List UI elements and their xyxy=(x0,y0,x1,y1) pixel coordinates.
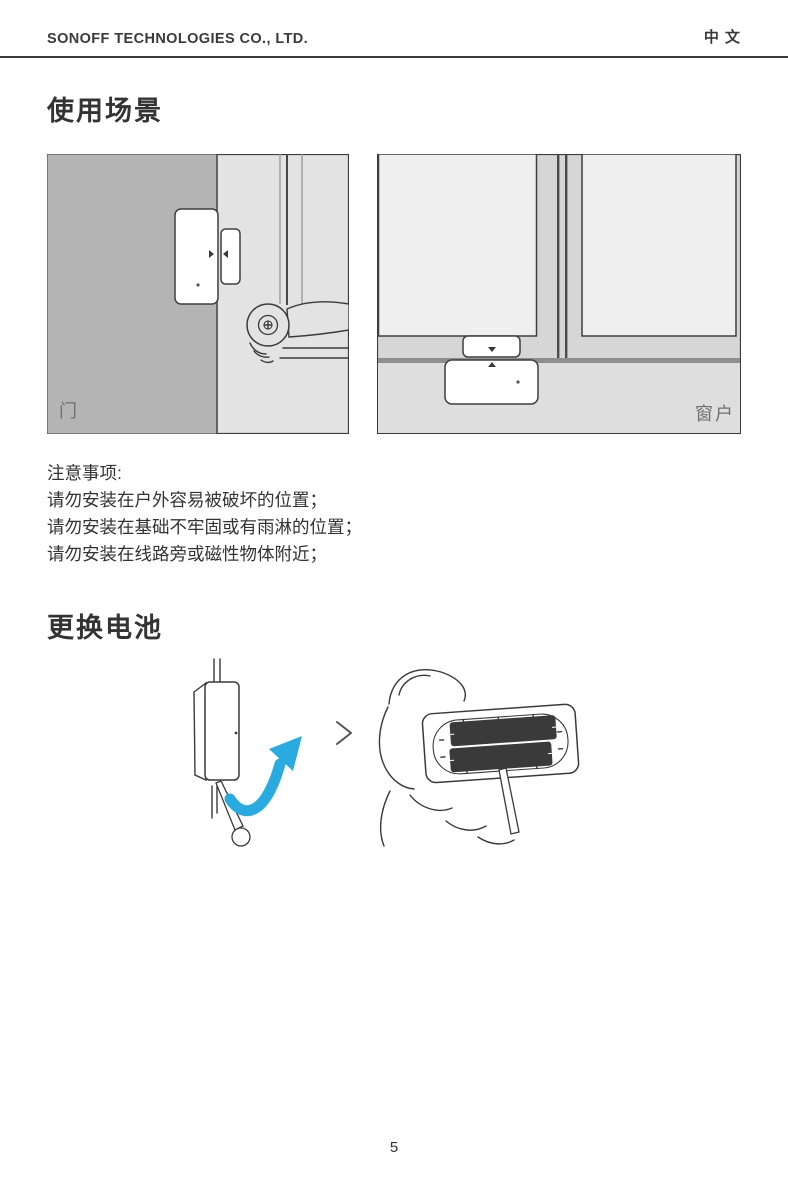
door-sensor-magnet xyxy=(220,228,241,285)
battery-bottom xyxy=(449,741,553,773)
usage-illustrations: 门 窗户 xyxy=(47,154,788,434)
door-label: 门 xyxy=(59,401,77,421)
note-item: 请勿安装在线路旁或磁性物体附近； xyxy=(47,544,327,564)
sensor-led-dot xyxy=(196,283,200,287)
battery-steps-drawing xyxy=(193,658,580,847)
window-sill-area xyxy=(378,363,740,433)
window-sensor-magnet xyxy=(462,335,521,358)
sensor-align-arrow-right-icon xyxy=(209,250,214,258)
sensor-align-arrow-up-icon xyxy=(488,362,496,367)
note-item: 请勿安装在户外容易被破坏的位置； xyxy=(47,490,327,510)
sensor-led-dot xyxy=(516,380,520,384)
window-pane-right xyxy=(581,154,737,337)
window-pane-left xyxy=(377,154,538,337)
battery-section-title: 更换电池 xyxy=(47,613,163,643)
opened-device xyxy=(421,703,580,784)
window-sensor-main-unit xyxy=(444,359,539,405)
header-divider xyxy=(0,56,788,58)
window-sill-edge xyxy=(378,358,740,363)
open-direction-arrow-icon xyxy=(224,736,302,817)
magnet-align-arrow-down-icon xyxy=(488,347,496,352)
company-name: SONOFF TECHNOLOGIES CO., LTD. xyxy=(47,31,309,47)
page-number: 5 xyxy=(389,1139,399,1156)
screwdriver-icon xyxy=(498,767,520,835)
hand-illustration xyxy=(378,668,515,847)
page-header: SONOFF TECHNOLOGIES CO., LTD. 中 文 xyxy=(0,0,788,56)
pry-open-device-step xyxy=(193,658,302,847)
notes-title: 注意事项: xyxy=(47,463,122,483)
door-scene-illustration: 门 xyxy=(47,154,349,434)
magnet-align-arrow-left-icon xyxy=(223,250,228,258)
installation-notes: 注意事项: 请勿安装在户外容易被破坏的位置； 请勿安装在基础不牢固或有雨淋的位置… xyxy=(47,460,788,568)
next-step-chevron-icon xyxy=(336,721,352,745)
device-led-dot xyxy=(234,731,238,735)
door-sensor-main-unit xyxy=(174,208,219,305)
battery-replacement-illustration xyxy=(0,649,788,861)
note-item: 请勿安装在基础不牢固或有雨淋的位置； xyxy=(47,517,362,537)
replace-batteries-step xyxy=(378,668,580,847)
usage-section-title: 使用场景 xyxy=(47,96,163,126)
battery-top xyxy=(449,715,557,747)
window-scene-illustration: 窗户 xyxy=(377,154,741,434)
language-label: 中 文 xyxy=(703,29,741,46)
window-label: 窗户 xyxy=(695,404,735,424)
door-handle-illustration xyxy=(246,301,349,364)
